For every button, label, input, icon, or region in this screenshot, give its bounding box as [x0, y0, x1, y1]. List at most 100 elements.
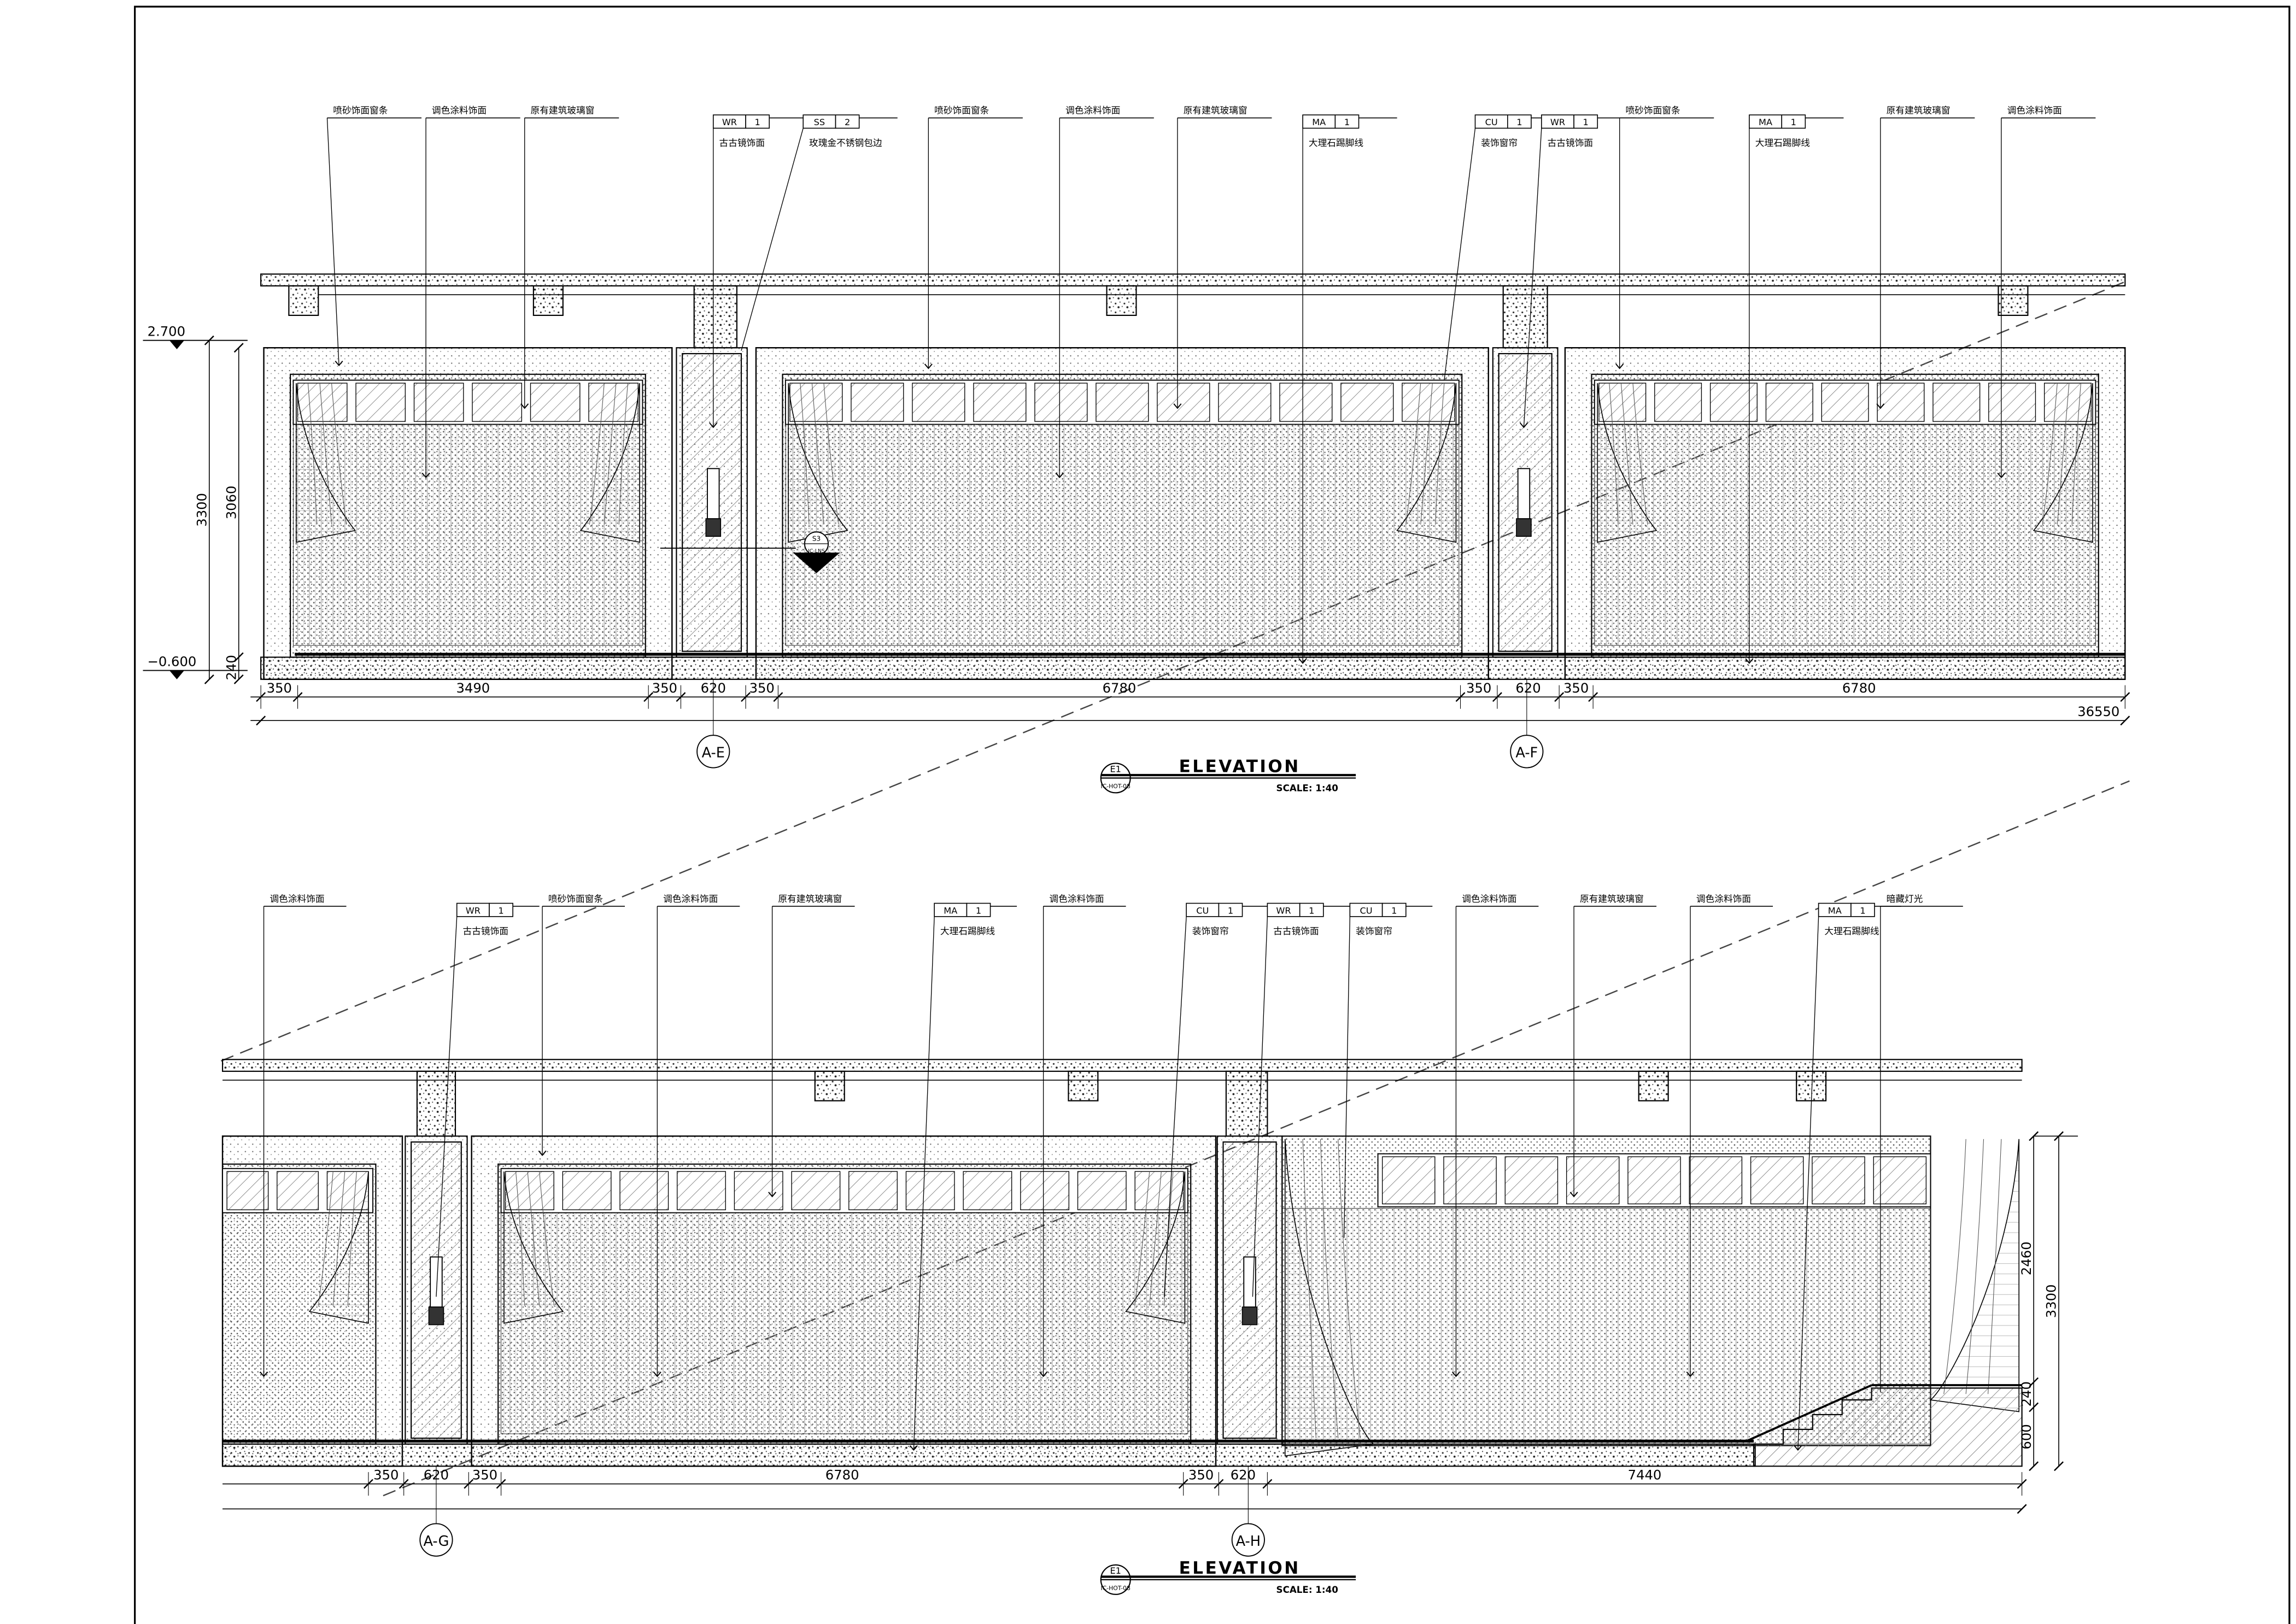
- badge-bottom: IC-HOT-08: [1101, 783, 1131, 790]
- callout-text: 调色涂料饰面: [1049, 893, 1104, 904]
- section-marker-bottom: IC-LNS: [808, 548, 825, 554]
- title-block-2: E1 IC-HOT-08 ELEVATION SCALE: 1:40: [1100, 1558, 1356, 1595]
- callout-text: 大理石踢脚线: [1824, 925, 1879, 936]
- height-dimension: 240: [223, 655, 239, 680]
- glass-pane: [1279, 383, 1333, 422]
- width-dimension: 6780: [825, 1467, 859, 1483]
- callout-text: 喷砂饰面窗条: [934, 105, 989, 116]
- glass-pane: [912, 383, 965, 422]
- callout-tag: MA: [944, 905, 957, 916]
- callout-text: 装饰窗帘: [1192, 925, 1229, 936]
- drawing-title: ELEVATION: [1179, 1558, 1301, 1578]
- sheer-curtain: [785, 424, 1460, 646]
- callout-number: 1: [498, 905, 503, 916]
- leader-arrow: [260, 1371, 268, 1377]
- axis-label: A-E: [702, 745, 725, 761]
- callout: 调色涂料饰面: [1997, 105, 2096, 478]
- glass-pane: [355, 383, 406, 422]
- callout-text: 装饰窗帘: [1356, 925, 1392, 936]
- level-text: 2.700: [148, 324, 185, 339]
- curtain-drape: [1125, 1171, 1186, 1324]
- callout-number: 1: [1860, 905, 1865, 916]
- leader-line: [326, 118, 339, 366]
- ceiling-beam: [814, 1070, 845, 1101]
- curtain-fold: [1632, 383, 1648, 525]
- glass-pane: [1134, 1171, 1184, 1210]
- width-dimension: 7440: [1628, 1467, 1662, 1483]
- callout-tag: SS: [814, 117, 825, 127]
- curtain-drape: [1396, 383, 1457, 543]
- sconce-body: [430, 1256, 443, 1308]
- callout-number: 1: [754, 117, 760, 127]
- callout-tag-box: [456, 902, 490, 917]
- leader-arrow: [1615, 364, 1624, 370]
- glass-pane: [1812, 1156, 1865, 1205]
- callout-text: 调色涂料饰面: [1696, 893, 1751, 904]
- dimension-tick: [2017, 1504, 2027, 1514]
- width-dimension: 350: [1188, 1467, 1214, 1483]
- callout-tag: MA: [1312, 117, 1326, 127]
- callout-tag-number-box: [835, 114, 860, 129]
- callout: 原有建筑玻璃窗: [1876, 105, 1975, 409]
- glass-pane: [1340, 383, 1394, 422]
- leader-arrow: [1794, 1445, 1802, 1451]
- curtain-fold: [823, 383, 839, 525]
- callout-tag-box: [1302, 114, 1336, 129]
- curtain-fold: [1338, 1139, 1361, 1439]
- width-dimension: 6780: [1103, 680, 1137, 696]
- curtain-fold: [589, 383, 605, 525]
- callout-text: 原有建筑玻璃窗: [1887, 105, 1951, 116]
- curtain-fold: [332, 1171, 345, 1306]
- glass-pane: [677, 1171, 726, 1210]
- callout-text: 喷砂饰面窗条: [333, 105, 388, 116]
- glass-pane: [277, 1171, 319, 1210]
- callout: CU 1 装饰窗帘: [1164, 902, 1269, 1297]
- callout-number: 1: [1228, 905, 1233, 916]
- curtain-fold: [1420, 383, 1433, 525]
- ceiling-beam: [532, 285, 564, 316]
- width-dimension: 350: [373, 1467, 399, 1483]
- leader-arrow: [709, 423, 718, 429]
- badge-top: E1: [1110, 764, 1121, 775]
- curtain-fold: [318, 1171, 333, 1306]
- curtain-fold: [1620, 383, 1633, 525]
- callout-text: 原有建筑玻璃窗: [778, 893, 842, 904]
- glass-pane: [1566, 1156, 1620, 1205]
- callout-number: 1: [1583, 117, 1589, 127]
- glass-pane: [1932, 383, 1981, 422]
- glass-pane: [1877, 383, 1925, 422]
- sconce-base: [428, 1306, 444, 1326]
- callout-tag-box: [1474, 114, 1508, 129]
- callout-tag: WR: [1276, 905, 1291, 916]
- axis-bubble: [1510, 735, 1544, 769]
- leader-arrow: [1055, 472, 1064, 478]
- sheet-border: [134, 5, 2291, 1624]
- callout-tag: CU: [1196, 905, 1209, 916]
- curtain-fold: [1609, 383, 1619, 525]
- glass-pane: [1218, 383, 1272, 422]
- callout: 调色涂料饰面: [1039, 893, 1126, 1377]
- dimension-tick: [233, 652, 244, 663]
- stair-nosing: [1746, 1384, 1872, 1443]
- callout-tag-number-box: [1573, 114, 1598, 129]
- glass-pane: [1627, 1156, 1681, 1205]
- callout: 调色涂料饰面: [653, 893, 740, 1377]
- leader-arrow: [1298, 658, 1307, 664]
- total-dimension: 36550: [2077, 703, 2119, 719]
- leader-line: [1523, 128, 1542, 427]
- leader-arrow: [768, 1192, 777, 1198]
- callout-tag: WR: [722, 117, 737, 127]
- glass-pane: [1750, 1156, 1804, 1205]
- ceiling-beam: [1998, 285, 2029, 316]
- curtain-fold: [539, 1171, 555, 1306]
- width-dimension: 350: [749, 680, 775, 696]
- floor-band: [221, 1443, 1756, 1467]
- leader-arrow: [1173, 403, 1182, 409]
- ceiling-slab: [260, 273, 2126, 287]
